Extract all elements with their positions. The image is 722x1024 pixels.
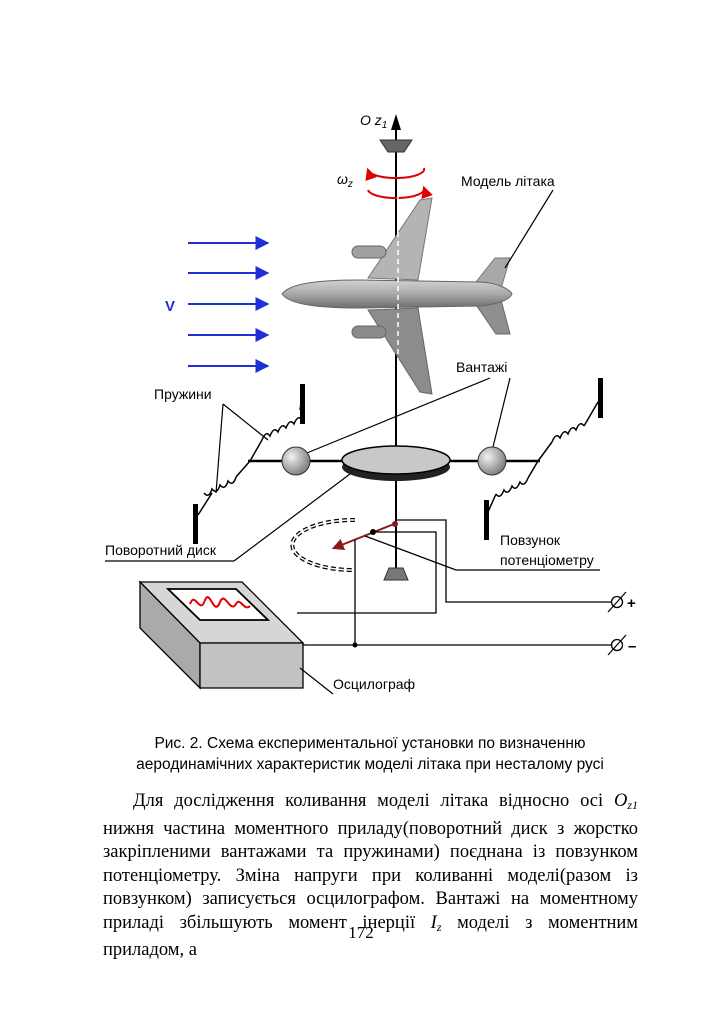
potentiometer-icon	[290, 517, 398, 572]
omega-label: ωz	[337, 171, 353, 190]
body-paragraph: Для дослідження коливання моделі літака …	[103, 790, 638, 963]
weight-right-icon	[477, 446, 507, 476]
top-bearing-icon	[379, 139, 413, 153]
axis-symbol: O	[613, 791, 628, 811]
airflow-arrows	[188, 236, 270, 373]
inertia-subscript: z	[436, 919, 442, 934]
minus-label: –	[628, 638, 636, 655]
axis-label: O z1	[360, 112, 387, 131]
axis-arrow-icon	[391, 114, 401, 130]
right-springs-icon	[487, 401, 599, 513]
wiring	[297, 519, 612, 646]
disk-label: Поворотний диск	[105, 542, 217, 558]
inertia-symbol: I	[430, 912, 437, 933]
caption-line-1: Рис. 2. Схема експериментальної установк…	[154, 735, 586, 752]
bottom-bearing-icon	[383, 567, 409, 581]
plus-label: +	[627, 595, 636, 612]
terminal-plus-icon	[607, 591, 627, 613]
oscillograph-label: Осцилограф	[333, 676, 415, 692]
caption-line-2: аеродинамічних характеристик моделі літа…	[136, 756, 604, 773]
rotary-disk-icon	[341, 445, 451, 481]
setup-diagram: O z1 ωz V Модель літака Вантажі	[105, 112, 636, 695]
body-part-2: нижня частина моментного приладу(поворот…	[103, 818, 638, 933]
terminal-minus-icon	[607, 634, 627, 656]
slider-label-line1: Повзунок	[500, 532, 561, 548]
figure-caption: Рис. 2. Схема експериментальної установк…	[120, 733, 620, 775]
weight-left-icon	[281, 446, 311, 476]
oscillograph-icon	[138, 580, 305, 690]
velocity-label: V	[165, 298, 175, 315]
slider-label-line2: потенціометру	[500, 552, 594, 568]
axis-subscript: z1	[627, 798, 638, 812]
aircraft-model-icon	[281, 197, 513, 395]
weights-label: Вантажі	[456, 359, 507, 375]
body-part-1: Для дослідження коливання моделі літака …	[133, 791, 614, 811]
springs-label: Пружини	[154, 386, 212, 402]
body-part-3: моделі з моментним приладом, а	[103, 912, 638, 961]
rotation-arrows-icon	[365, 167, 433, 200]
model-label: Модель літака	[461, 173, 555, 189]
page-number: 172	[348, 923, 374, 942]
